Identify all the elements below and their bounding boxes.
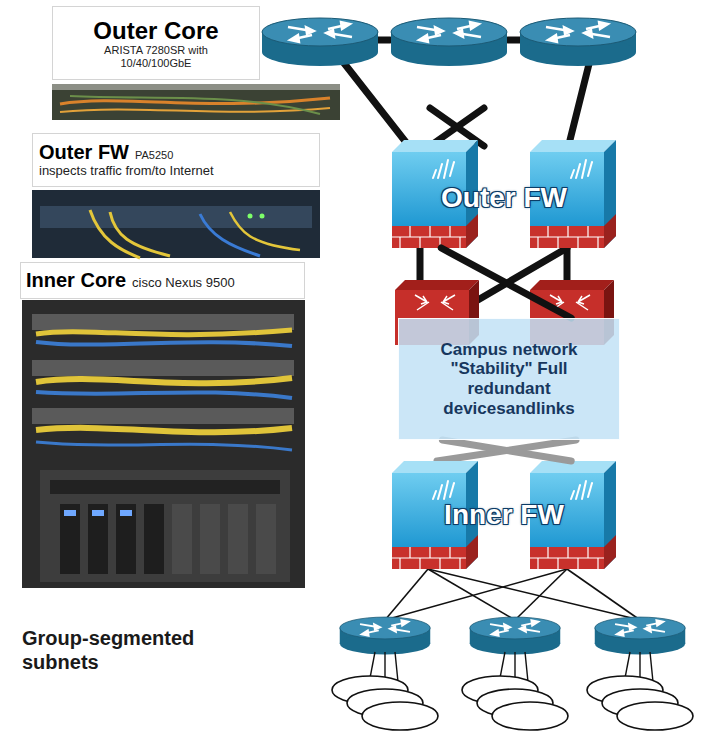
router-icon [391, 18, 507, 66]
photo-ground [52, 84, 340, 120]
outer-fw-photo [32, 190, 320, 258]
text-row: Inner Core cisco Nexus 9500 [26, 269, 235, 292]
photo-cable [36, 330, 292, 335]
inner-core-rack-photo [22, 300, 305, 588]
node-detail: PA5250 [135, 149, 173, 162]
photo-ground [32, 190, 320, 258]
patch-panel [32, 408, 294, 424]
photo-cable [36, 342, 292, 346]
node-detail: ARISTA 7280SR with 10/40/100GbE [104, 44, 208, 69]
router-icon [340, 617, 430, 654]
photo-ports [40, 206, 312, 228]
chassis-slot [256, 504, 276, 574]
chassis-led [92, 510, 104, 516]
photo-cable [110, 212, 170, 256]
link-connector [441, 248, 571, 318]
text-row: Outer FW PA5250 [39, 141, 214, 164]
router-icon [470, 617, 560, 654]
photo-cable [36, 428, 292, 432]
photo-led [248, 214, 253, 219]
router-icon [520, 18, 636, 66]
chassis-led [64, 510, 76, 516]
subnet-ellipse [362, 702, 438, 730]
node-title: Outer FW [39, 141, 129, 164]
router-icon [595, 617, 685, 654]
chassis-slot [144, 504, 164, 574]
text-group: Outer CoreARISTA 7280SR with 10/40/100Gb… [93, 17, 218, 70]
chassis-slot [88, 504, 108, 574]
patch-panel [32, 360, 294, 376]
text-row: Campus network "Stability" Full redundan… [429, 340, 589, 418]
device-caption-panel: Outer CoreARISTA 7280SR with 10/40/100Gb… [52, 6, 260, 80]
text-row: Outer FW [441, 182, 567, 214]
router-icon [262, 18, 378, 66]
node-detail: inspects traffic from/to Internet [39, 164, 214, 179]
text-group: Inner FW [444, 499, 564, 531]
chassis-slot [228, 504, 248, 574]
subnet-ellipse [492, 702, 568, 730]
photo-cable [36, 442, 292, 450]
node-title: Inner Core [26, 269, 126, 292]
photo-cable [70, 96, 320, 114]
link-connector [442, 440, 571, 461]
node-title: Campus network "Stability" Full redundan… [429, 340, 589, 418]
photo-cable [36, 392, 292, 398]
outer-core-photo [52, 84, 340, 120]
photo-cable [60, 108, 330, 112]
firewall-pair-band: Outer FW [392, 148, 616, 248]
text-group: Outer FW PA5250 inspects traffic from/to I… [39, 141, 214, 179]
text-row: Outer Core [93, 17, 218, 45]
photo-led [260, 214, 265, 219]
photo-cable [230, 212, 300, 250]
patch-panel [32, 314, 294, 330]
chassis-led [120, 510, 132, 516]
chassis-slot [50, 480, 280, 494]
node-title: Outer FW [441, 182, 567, 214]
node-title: Outer Core [93, 17, 218, 45]
router-icon [340, 617, 430, 654]
photo-cable [90, 210, 140, 258]
chassis-slot [200, 504, 220, 574]
caption-label: Group-segmented subnets [22, 626, 242, 674]
photo-cable [200, 214, 260, 256]
device-caption-panel: Inner Core cisco Nexus 9500 [20, 262, 305, 299]
chassis [40, 470, 290, 582]
chassis-slot [60, 504, 80, 574]
photo-cable [36, 378, 292, 383]
text-group: Campus network "Stability" Full redundan… [429, 340, 589, 418]
subnet-ellipse [617, 702, 693, 730]
text-group: Outer FW [441, 182, 567, 214]
text-row: ARISTA 7280SR with 10/40/100GbE [93, 44, 218, 69]
chassis-slot [116, 504, 136, 574]
device-caption-panel: Outer FW PA5250 inspects traffic from/to I… [32, 133, 320, 187]
subnet-stack [332, 676, 693, 730]
photo-strip [52, 84, 340, 90]
text-group: Inner Core cisco Nexus 9500 [26, 269, 235, 292]
photo-ground [22, 300, 305, 588]
text-row: Inner FW [444, 499, 564, 531]
firewall-pair-band: Inner FW [392, 461, 616, 569]
subnet-wires [385, 569, 640, 620]
router-icon [470, 617, 560, 654]
chassis-slot [172, 504, 192, 574]
campus-network-box: Campus network "Stability" Full redundan… [398, 318, 620, 440]
text-row: inspects traffic from/to Internet [39, 164, 214, 179]
node-detail: cisco Nexus 9500 [132, 276, 235, 291]
node-title: Inner FW [444, 499, 564, 531]
router-icon [595, 617, 685, 654]
link-wires [437, 440, 576, 461]
